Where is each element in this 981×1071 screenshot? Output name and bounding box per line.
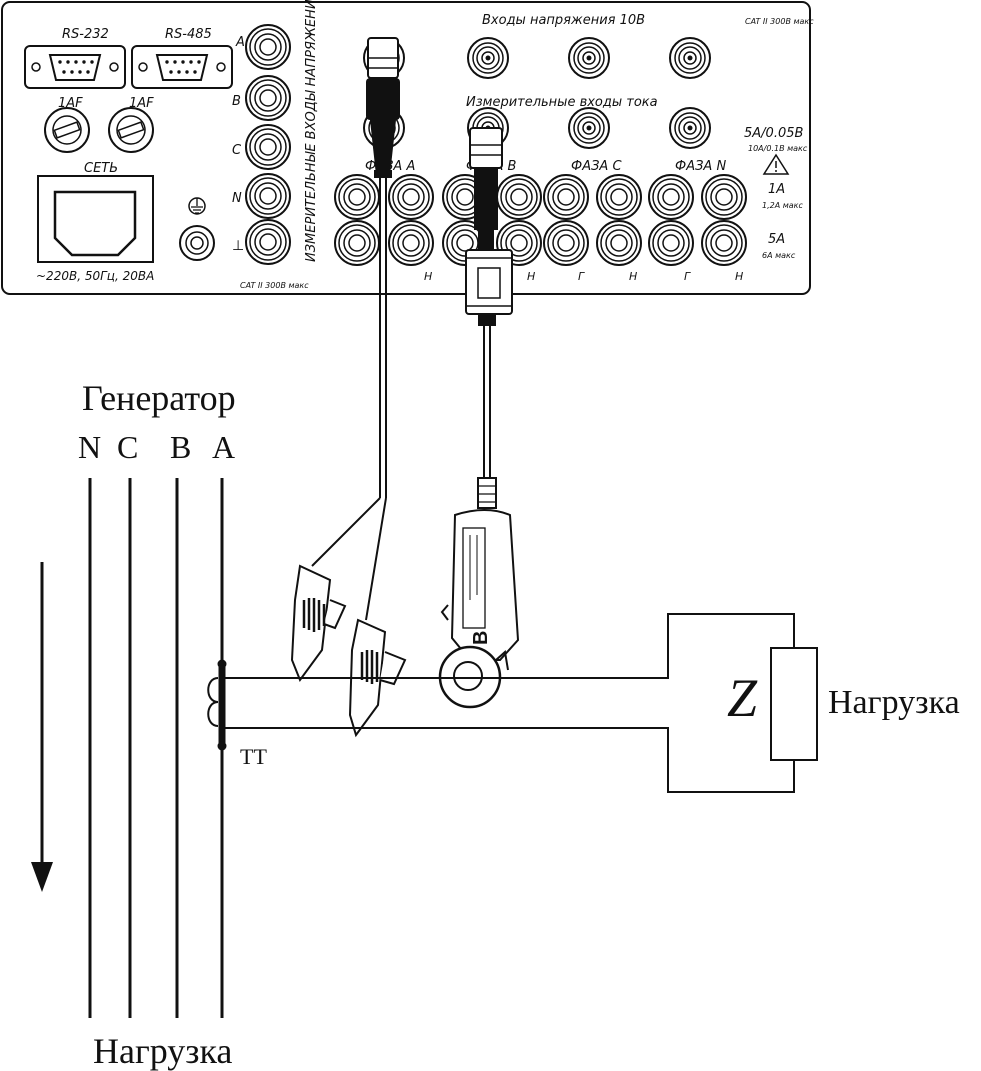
label-5a: 5A <box>768 232 785 247</box>
current-clamp: B <box>438 509 520 709</box>
term-b-label: B <box>232 94 241 109</box>
crocodile-clip-1 <box>290 564 347 683</box>
rs232-label: RS-232 <box>62 27 109 42</box>
secondary-circuit <box>222 613 818 793</box>
term-c-label: C <box>232 143 242 158</box>
current-clamp-cable <box>465 127 513 509</box>
load-bottom-label: Нагрузка <box>93 1031 232 1071</box>
phase-n-g-label: Г <box>684 270 691 283</box>
load-right-label: Нагрузка <box>828 684 960 721</box>
direction-arrow <box>31 562 53 892</box>
bus-n-label: N <box>78 429 101 465</box>
current-transformer: ТТ <box>207 659 267 769</box>
z-label: Z <box>727 668 758 728</box>
bus-a-label: A <box>212 429 235 465</box>
phase-c-label: ФАЗА C <box>571 159 622 174</box>
bus-lines <box>88 478 224 1018</box>
voltage-probe-cable <box>311 37 400 621</box>
bnc-current-3 <box>568 107 610 149</box>
bnc-voltage-4 <box>669 37 711 79</box>
rs232-port: RS-232 <box>24 27 126 89</box>
voltage-10v-title: Входы напряжения 10В <box>482 13 645 28</box>
rs485-label: RS-485 <box>165 27 212 42</box>
bnc-voltage-3 <box>568 37 610 79</box>
voltage-inputs-vertical-label: ИЗМЕРИТЕЛЬНЫЕ ВХОДЫ НАПРЯЖЕНИЯ <box>304 0 319 262</box>
generator-label: Генератор <box>82 378 236 418</box>
bus-b-label: B <box>170 429 191 465</box>
cat-top-right-label: CAT II 300В макс <box>745 17 814 26</box>
term-n-label: N <box>232 191 242 206</box>
fuse-right: 1AF <box>108 96 154 153</box>
label-1a-max: 1,2А макс <box>762 201 804 210</box>
bnc-current-4 <box>669 107 711 149</box>
cat-left-label: CAT II 300В макс <box>240 281 309 290</box>
ground-terminal <box>179 197 215 261</box>
phase-c-g-label: Г <box>578 270 585 283</box>
rs485-port: RS-485 <box>131 27 233 89</box>
voltage-jack-n <box>245 173 291 219</box>
voltage-jack-a <box>245 24 291 70</box>
phase-n-h-label: Н <box>735 270 743 283</box>
phase-b-h-label: Н <box>527 270 535 283</box>
term-gnd-label: ⊥ <box>232 238 244 254</box>
power-rating: ~220В, 50Гц, 20ВА <box>36 269 154 283</box>
current-inputs-title: Измерительные входы тока <box>466 95 658 110</box>
device-back-panel: RS-232 RS-485 1AF 1AF <box>1 0 814 295</box>
phase-n-label: ФАЗА N <box>675 159 726 174</box>
fuse-right-label: 1AF <box>129 96 154 111</box>
rating-5a-label: 5A/0.05В <box>744 126 803 141</box>
voltage-jack-gnd <box>245 219 291 265</box>
load-resistor <box>770 647 818 761</box>
tt-label: ТТ <box>240 744 267 769</box>
phase-c-h-label: Н <box>629 270 637 283</box>
label-5a-max: 6А макс <box>762 251 796 260</box>
voltage-jack-b <box>245 75 291 121</box>
bnc-voltage-2 <box>467 37 509 79</box>
rating-10a-label: 10А/0.1В макс <box>748 144 808 153</box>
mains-socket: СЕТЬ ~220В, 50Гц, 20ВА <box>36 161 154 283</box>
voltage-inputs: A B C N ⊥ ИЗМЕРИТЕЛЬНЫЕ ВХОДЫ НАПРЯЖЕНИЯ… <box>232 0 319 290</box>
clamp-letter: B <box>470 631 492 645</box>
bus-c-label: C <box>117 429 138 465</box>
phase-a-h-label: Н <box>424 270 432 283</box>
label-1a: 1A <box>768 182 785 197</box>
term-a-label: A <box>235 35 245 50</box>
fuse-left: 1AF <box>44 96 90 153</box>
voltage-jack-c <box>245 124 291 170</box>
ground-icon <box>191 198 203 214</box>
warning-icon <box>762 153 790 175</box>
power-label: СЕТЬ <box>84 161 118 176</box>
